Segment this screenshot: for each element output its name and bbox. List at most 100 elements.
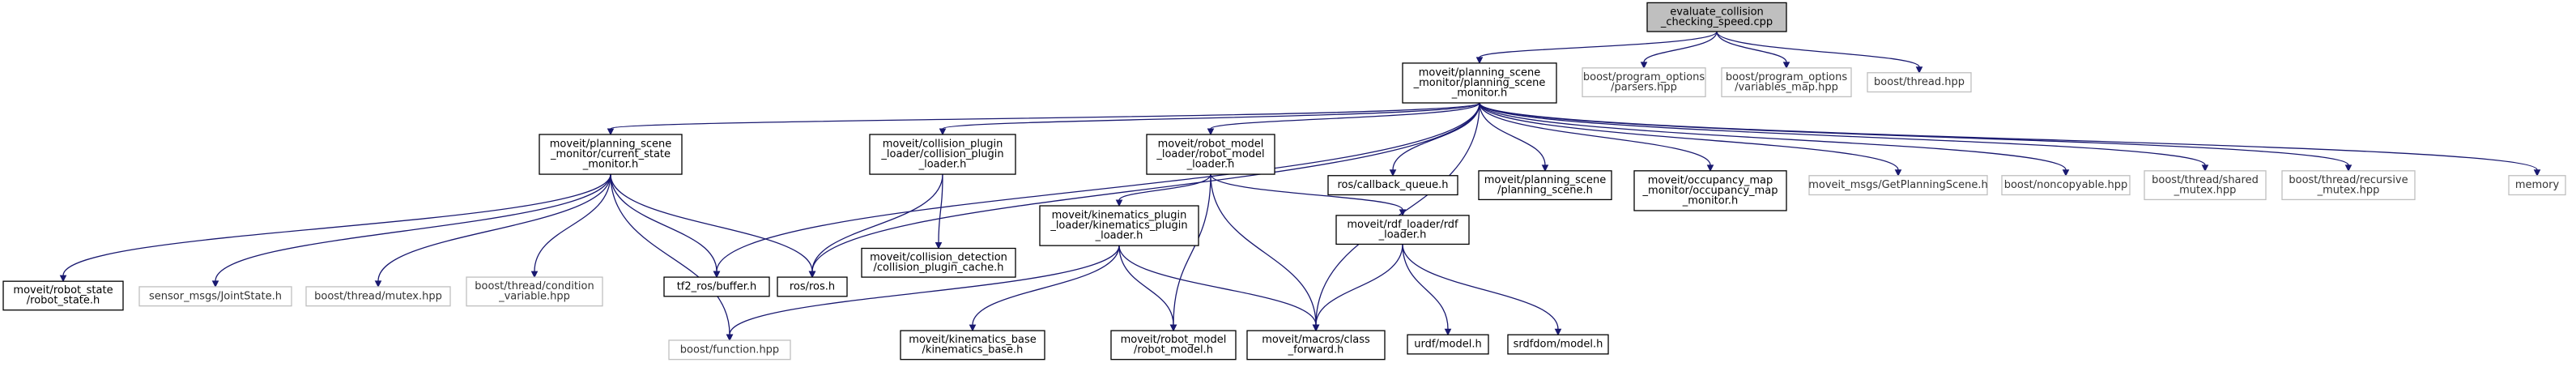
edge-main-to-po_parsers	[1640, 31, 1718, 69]
node-func: boost/function.hpp	[668, 339, 791, 361]
node-ps[interactable]: moveit/planning_scene/planning_scene.h	[1478, 170, 1612, 201]
node-box	[1478, 170, 1612, 201]
arrow-head-icon	[374, 280, 382, 288]
edge-line	[942, 102, 1480, 130]
node-label-line: urdf/model.h	[1414, 339, 1481, 351]
node-rm[interactable]: moveit/robot_model/robot_model.h	[1110, 330, 1237, 361]
node-kb[interactable]: moveit/kinematics_base/kinematics_base.h	[900, 330, 1045, 361]
edge-psm-to-shmutex	[1479, 102, 2209, 172]
node-label-line: moveit/robot_model	[1158, 139, 1264, 151]
node-ros[interactable]: ros/ros.h	[777, 276, 848, 297]
node-label-line: _checking_speed.cpp	[1660, 16, 1773, 28]
edge-psm-to-recmutex	[1479, 102, 2352, 172]
arrow-head-icon	[713, 271, 721, 279]
node-label-line: ros/ros.h	[790, 280, 835, 292]
arrow-head-icon	[2533, 169, 2541, 177]
node-box	[1327, 175, 1458, 196]
edge-cpl-to-ros	[808, 174, 943, 279]
node-psm[interactable]: moveit/planning_scene_monitor/planning_s…	[1402, 62, 1557, 104]
edge-line	[1479, 102, 2206, 166]
node-box	[539, 134, 683, 175]
arrow-head-icon	[211, 280, 219, 288]
edge-line	[1118, 173, 1211, 201]
edge-cpl-to-cpc	[935, 174, 943, 250]
node-box	[305, 286, 451, 307]
edge-csm-to-condvar	[530, 174, 611, 279]
edge-line	[610, 174, 717, 272]
node-label-line: /parsers.hpp	[1611, 81, 1677, 93]
node-label-line: _loader.h	[1186, 158, 1235, 170]
node-box	[466, 276, 603, 307]
node-rs[interactable]: moveit/robot_state/robot_state.h	[2, 280, 124, 311]
node-label-line: _loader.h	[918, 158, 967, 170]
arrow-head-icon	[726, 334, 734, 342]
arrow-head-icon	[2062, 169, 2070, 177]
node-box	[869, 134, 1016, 175]
node-noncopy: boost/noncopyable.hpp	[2001, 175, 2131, 196]
node-label-line: sensor_msgs/JointState.h	[149, 290, 282, 302]
node-cf[interactable]: moveit/macros/class_forward.h	[1246, 330, 1386, 361]
arrow-head-icon	[1169, 324, 1177, 332]
node-cbq[interactable]: ros/callback_queue.h	[1327, 175, 1458, 196]
node-mutex: boost/thread/mutex.hpp	[305, 286, 451, 307]
node-box	[1039, 205, 1199, 246]
node-box	[2, 280, 124, 311]
node-box	[900, 330, 1045, 361]
edge-line	[972, 245, 1120, 326]
edge-line	[1173, 174, 1211, 326]
edge-kpl-to-cf	[1118, 245, 1320, 332]
arrow-head-icon	[1640, 62, 1648, 69]
node-label-line: moveit/kinematics_plugin	[1052, 210, 1187, 222]
node-csm[interactable]: moveit/planning_scene_monitor/current_st…	[539, 134, 683, 175]
node-label-line: memory	[2515, 179, 2560, 191]
node-main[interactable]: evaluate_collision_checking_speed.cpp	[1646, 2, 1787, 32]
edge-line	[1118, 245, 1174, 326]
arrow-head-icon	[1444, 328, 1452, 336]
node-label-line: moveit/macros/class	[1262, 334, 1370, 346]
edge-line	[1479, 102, 2067, 171]
node-label-line: /robot_model.h	[1134, 344, 1213, 356]
node-urdf[interactable]: urdf/model.h	[1407, 334, 1489, 355]
node-label-line: _loader.h	[1378, 228, 1427, 241]
node-label-line: boost/program_options	[1583, 71, 1705, 83]
node-label-line: boost/thread/condition	[475, 280, 594, 292]
edge-psm-to-memory	[1479, 102, 2541, 177]
node-tf2[interactable]: tf2_ros/buffer.h	[663, 276, 770, 297]
node-box	[1407, 334, 1489, 355]
node-srdf[interactable]: srdfdom/model.h	[1507, 334, 1609, 355]
arrow-head-icon	[935, 242, 943, 250]
edge-rml-to-cf	[1210, 174, 1320, 332]
arrow-head-icon	[969, 324, 977, 332]
node-label-line: moveit_msgs/GetPlanningScene.h	[1808, 179, 1988, 191]
arrow-head-icon	[1475, 57, 1484, 65]
edge-line	[1479, 102, 1899, 170]
node-thread: boost/thread.hpp	[1867, 72, 1972, 93]
edge-line	[62, 174, 611, 276]
edge-line	[938, 174, 943, 243]
edge-psm-to-cbq	[1389, 103, 1480, 177]
node-box	[1335, 215, 1470, 245]
edge-main-to-po_varmap	[1716, 31, 1790, 69]
node-label-line: boost/thread/recursive	[2289, 174, 2408, 186]
node-box	[2281, 170, 2416, 201]
node-cpc[interactable]: moveit/collision_detection/collision_plu…	[861, 247, 1016, 278]
node-omm[interactable]: moveit/occupancy_map_monitor/occupancy_m…	[1633, 170, 1787, 211]
edge-rml-to-rdf	[1210, 173, 1407, 216]
node-rml[interactable]: moveit/robot_model_loader/robot_model_lo…	[1146, 134, 1275, 175]
arrow-head-icon	[530, 271, 539, 279]
node-kpl[interactable]: moveit/kinematics_plugin_loader/kinemati…	[1039, 205, 1199, 246]
node-cpl[interactable]: moveit/collision_plugin_loader/collision…	[869, 134, 1016, 175]
node-label-line: moveit/robot_state	[13, 284, 113, 297]
edge-line	[1210, 174, 1317, 326]
edge-csm-to-rs	[59, 174, 611, 283]
edge-line	[1716, 31, 1920, 68]
arrow-head-icon	[1207, 128, 1215, 136]
edge-csm-to-tf2	[610, 174, 721, 279]
node-label-line: ros/callback_queue.h	[1338, 179, 1449, 191]
edge-csm-to-mutex	[374, 174, 611, 288]
edge-psm-to-noncopy	[1479, 102, 2070, 177]
edge-rdf-to-urdf	[1402, 244, 1452, 336]
node-label-line: boost/thread/mutex.hpp	[314, 290, 442, 302]
edge-main-to-psm	[1475, 31, 1718, 65]
node-rdf[interactable]: moveit/rdf_loader/rdf_loader.h	[1335, 215, 1470, 245]
